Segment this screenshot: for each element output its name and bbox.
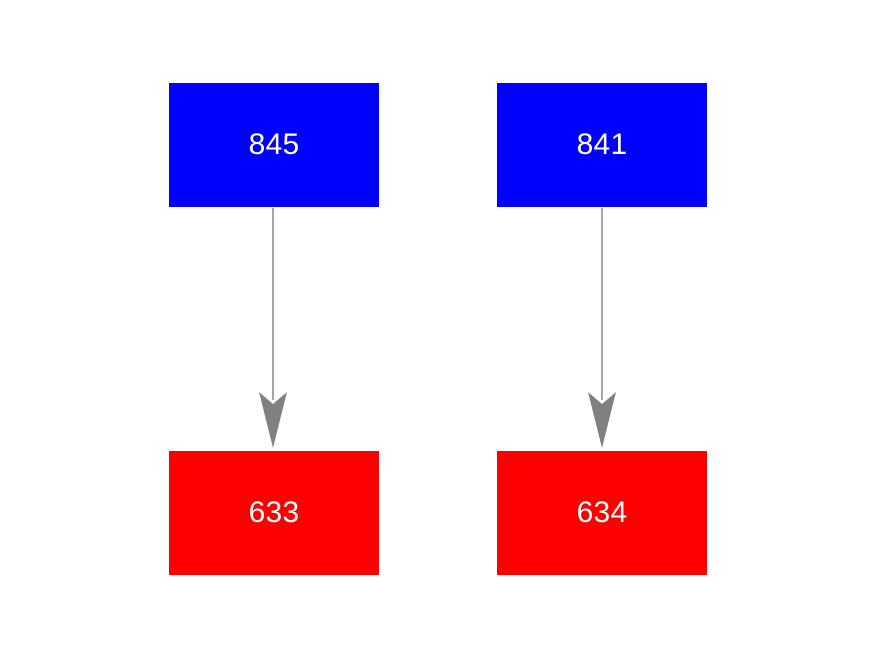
- node-841[interactable]: 841: [497, 83, 707, 207]
- node-label: 841: [576, 128, 628, 161]
- node-label: 845: [248, 128, 300, 161]
- node-845[interactable]: 845: [169, 83, 379, 207]
- node-633[interactable]: 633: [169, 451, 379, 575]
- arrowhead-icon: [259, 392, 287, 448]
- edge-841-634[interactable]: [588, 208, 616, 448]
- arrowhead-icon: [588, 392, 616, 448]
- node-label: 633: [248, 496, 300, 529]
- edge-845-633[interactable]: [259, 208, 287, 448]
- node-label: 634: [576, 496, 628, 529]
- node-634[interactable]: 634: [497, 451, 707, 575]
